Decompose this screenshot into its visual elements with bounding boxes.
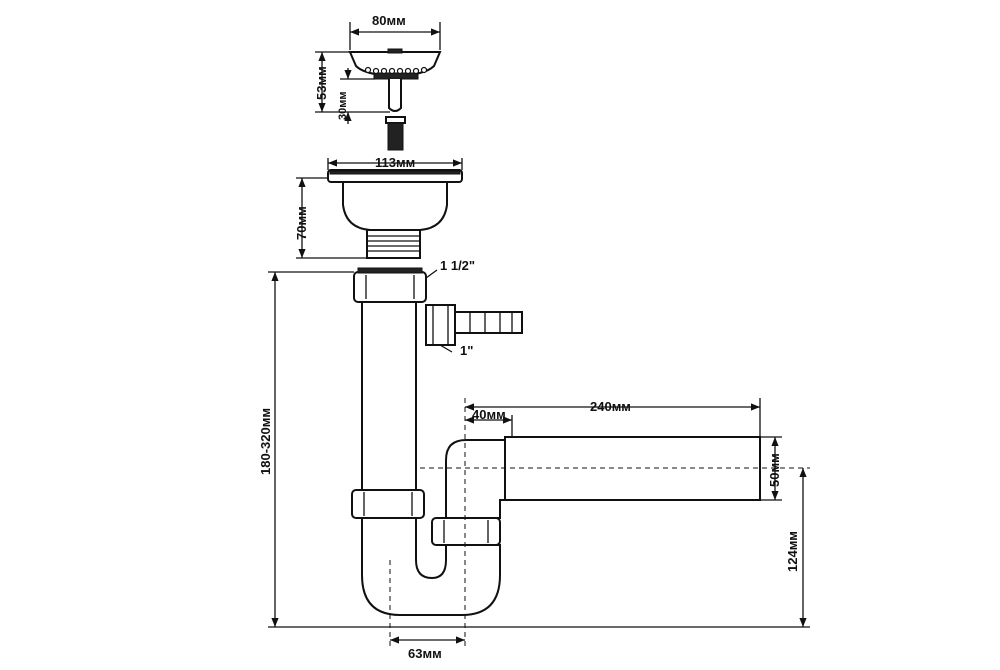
dimension-lines	[268, 22, 810, 650]
siphon-body	[351, 267, 761, 616]
label-bowl-height: 70мм	[294, 206, 309, 240]
label-trap-spacing: 63мм	[408, 646, 442, 661]
label-flange-width: 113мм	[375, 155, 415, 170]
label-total-height: 180-320мм	[258, 408, 273, 475]
label-strainer-width: 80мм	[372, 13, 406, 28]
label-inlet-thread: 1 1/2"	[440, 258, 475, 273]
label-offset: 40мм	[472, 407, 506, 422]
strainer-basket	[348, 48, 442, 112]
sink-drain-body	[327, 169, 463, 259]
label-side-outlet: 1"	[460, 343, 473, 358]
label-stem-height: 30мм	[337, 91, 349, 120]
plug-stem	[385, 116, 406, 151]
label-strainer-height: 53мм	[314, 66, 329, 100]
label-outlet-length: 240мм	[590, 399, 631, 414]
label-outlet-diameter: 50мм	[767, 453, 782, 487]
label-outlet-height: 124мм	[785, 531, 800, 572]
